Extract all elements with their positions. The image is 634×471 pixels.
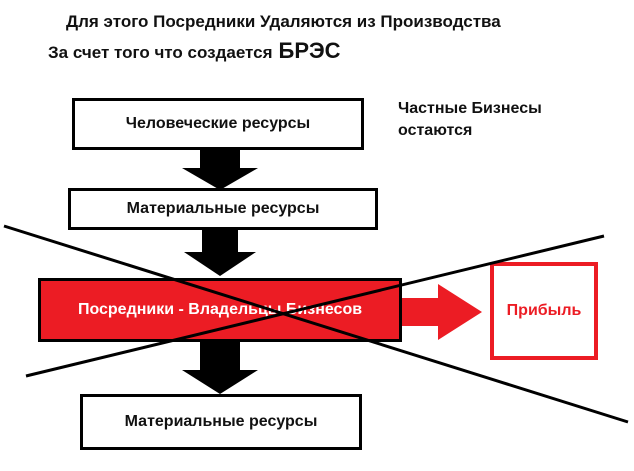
material-resources-top-box: Материальные ресурсы	[68, 188, 378, 230]
cross-line-2	[25, 234, 605, 378]
side-note: Частные Бизнесы остаются	[398, 98, 542, 142]
intermediaries-label: Посредники - Владельцы Бизнесов	[77, 301, 363, 318]
human-resources-label: Человеческие ресурсы	[125, 115, 311, 132]
material-resources-bottom-box: Материальные ресурсы	[80, 394, 362, 450]
material-resources-top-label: Материальные ресурсы	[126, 200, 320, 217]
down-arrow-2-icon	[184, 230, 256, 276]
header-line-2: За счет того что создается БРЭС	[48, 38, 341, 64]
material-resources-bottom-label: Материальные ресурсы	[124, 413, 318, 430]
cross-line-1	[3, 224, 629, 424]
intermediaries-box: Посредники - Владельцы Бизнесов	[38, 278, 402, 342]
down-arrow-3-icon	[182, 342, 258, 394]
header-line-1: Для этого Посредники Удаляются из Произв…	[66, 12, 501, 31]
profit-box: Прибыль	[490, 262, 598, 360]
right-arrow-red-icon	[400, 284, 482, 340]
brand-name: БРЭС	[278, 38, 341, 63]
human-resources-box: Человеческие ресурсы	[72, 98, 364, 150]
down-arrow-1-icon	[182, 150, 258, 190]
header-line-2-text: За счет того что создается	[48, 43, 273, 62]
side-note-line-2: остаются	[398, 122, 473, 139]
side-note-line-1: Частные Бизнесы	[398, 100, 542, 117]
profit-label: Прибыль	[506, 302, 582, 319]
